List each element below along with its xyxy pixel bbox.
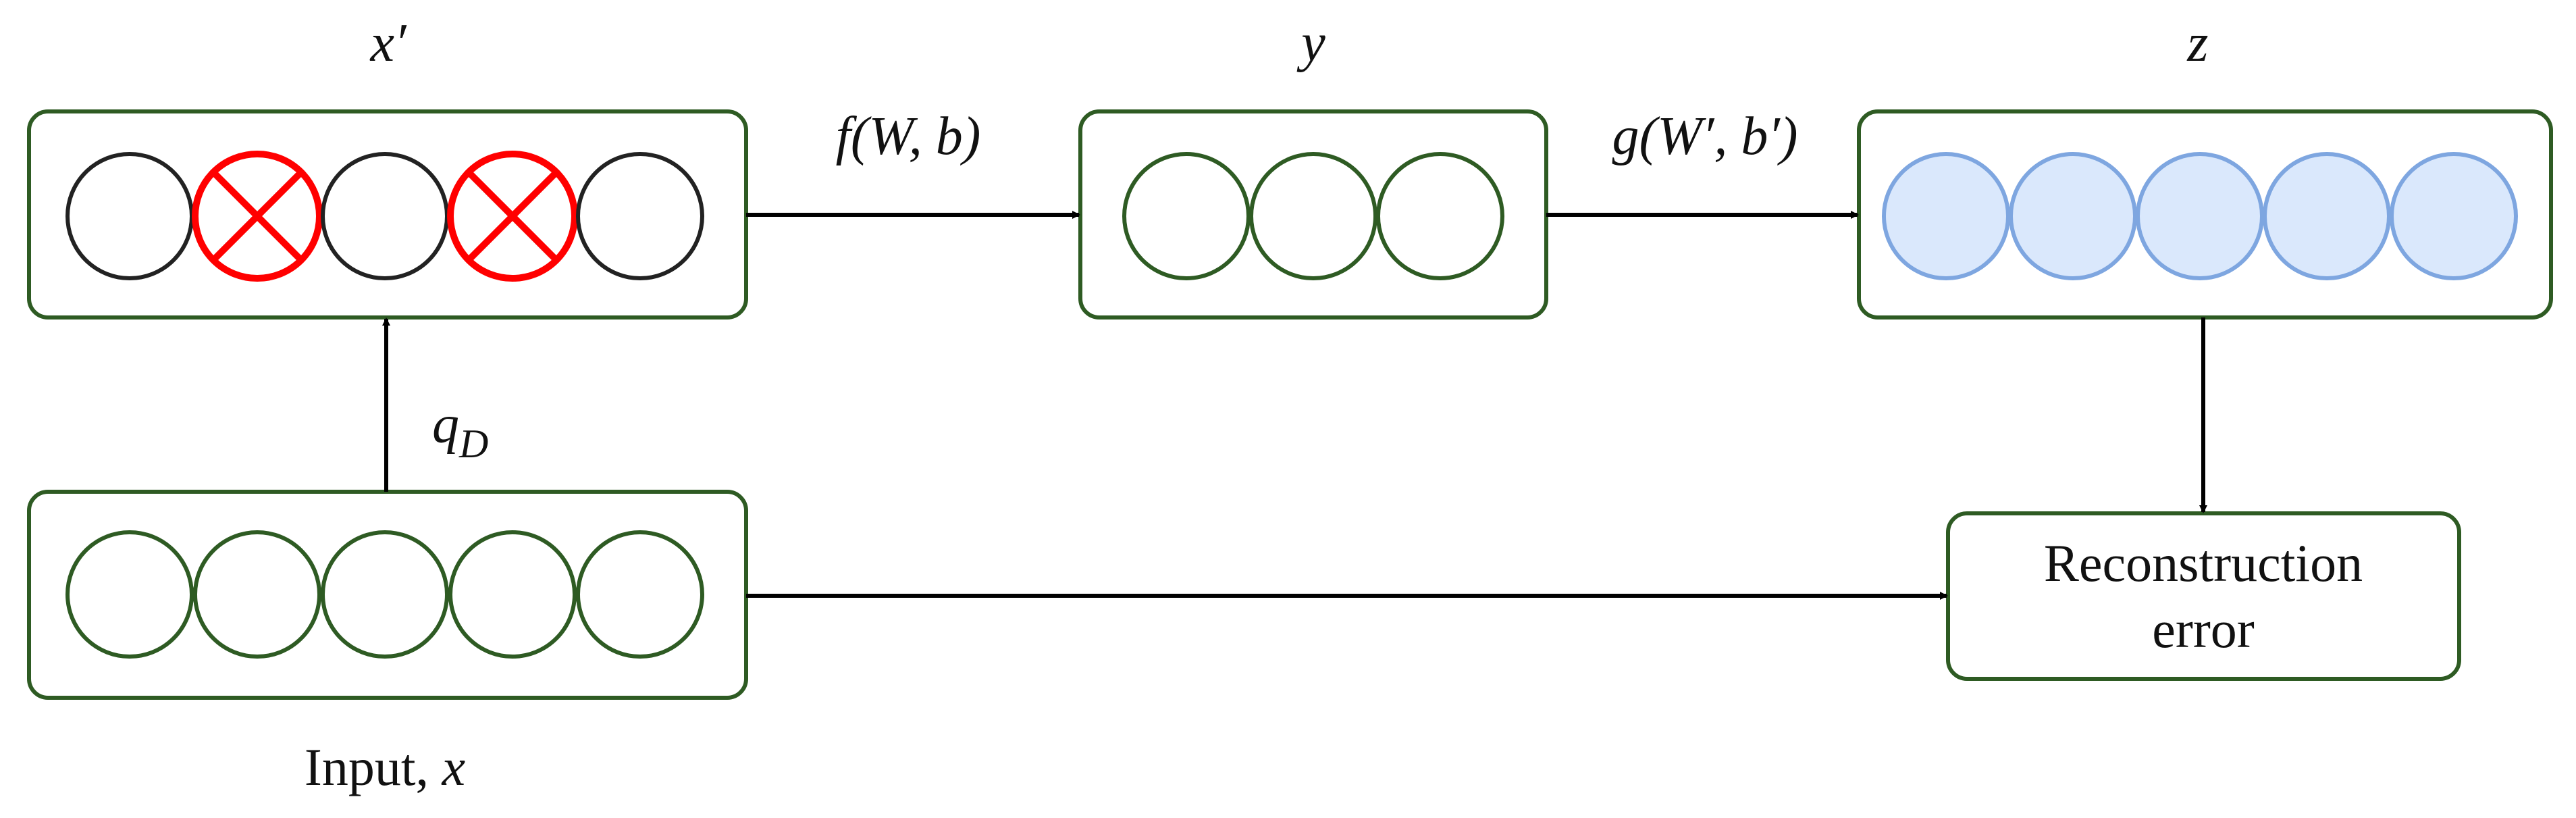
corrupted-node-1 xyxy=(65,152,194,280)
reconstruction-error-box: Reconstruction error xyxy=(1946,511,2461,681)
output-node-5 xyxy=(2390,152,2518,280)
noise-process-label: qD xyxy=(432,395,488,466)
input-caption: Input, x xyxy=(305,738,466,796)
input-node-3 xyxy=(321,530,449,659)
corrupted-input-box xyxy=(27,109,748,319)
input-node-2 xyxy=(193,530,321,659)
input-caption-prefix: Input, xyxy=(305,738,442,796)
hidden-node-2 xyxy=(1249,152,1377,280)
dropped-node-4 xyxy=(447,151,578,282)
output-node-3 xyxy=(2136,152,2264,280)
input-node-1 xyxy=(65,530,194,659)
output-layer-box xyxy=(1857,109,2553,319)
output-node-4 xyxy=(2263,152,2391,280)
output-layer-label: z xyxy=(2186,14,2208,73)
output-node-1 xyxy=(1882,152,2010,280)
output-node-2 xyxy=(2009,152,2137,280)
corrupted-input-label: x′ xyxy=(369,14,407,73)
input-caption-variable: x xyxy=(442,738,466,796)
hidden-layer-label: y xyxy=(1296,14,1325,73)
corrupted-node-3 xyxy=(321,152,449,280)
noise-symbol: q xyxy=(432,395,459,455)
hidden-node-3 xyxy=(1376,152,1504,280)
encoder-function-label: f(W, b) xyxy=(836,107,981,166)
reconstruction-error-line1: Reconstruction xyxy=(2044,534,2363,592)
input-node-5 xyxy=(576,530,704,659)
hidden-layer-box xyxy=(1078,109,1548,319)
dropped-node-2 xyxy=(192,151,323,282)
reconstruction-error-line2: error xyxy=(2152,600,2255,659)
hidden-node-1 xyxy=(1122,152,1251,280)
input-box xyxy=(27,490,748,700)
decoder-function-label: g(W′, b′) xyxy=(1612,107,1798,166)
noise-subscript: D xyxy=(458,421,488,466)
input-node-4 xyxy=(448,530,577,659)
corrupted-node-5 xyxy=(576,152,704,280)
